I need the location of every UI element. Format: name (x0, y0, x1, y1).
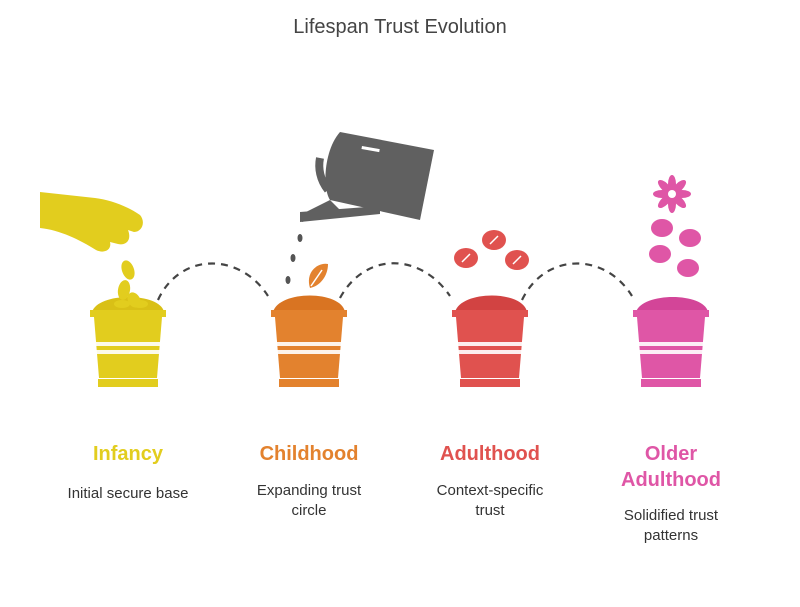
connector-3-4 (521, 262, 633, 301)
stage-desc-childhood: Expanding trust circle (256, 482, 362, 519)
sprouting-leaves-icon (454, 230, 529, 270)
stage-label-adulthood: Adulthood (440, 443, 540, 465)
stage-label-childhood: Childhood (259, 443, 359, 465)
stage-desc-adulthood: Context-specific trust (436, 482, 544, 519)
pot-childhood (271, 263, 347, 387)
stage-label-older-adulthood: Older Adulthood (621, 443, 721, 491)
blooming-flower-icon (649, 175, 701, 277)
stage-label-infancy: Infancy (92, 443, 164, 465)
pot-older-adulthood (633, 297, 709, 387)
connector-1-2 (157, 262, 269, 301)
watering-can-icon (285, 132, 434, 284)
connector-lines (157, 262, 633, 301)
diagram-title: Lifespan Trust Evolution (293, 16, 507, 38)
pot-infancy (90, 297, 166, 387)
stage-desc-older-adulthood: Solidified trust patterns (623, 507, 719, 544)
pot-adulthood (452, 295, 528, 387)
hand-planting-seeds-icon (40, 192, 143, 308)
stage-desc-infancy: Initial secure base (67, 485, 189, 502)
connector-2-3 (339, 262, 451, 299)
